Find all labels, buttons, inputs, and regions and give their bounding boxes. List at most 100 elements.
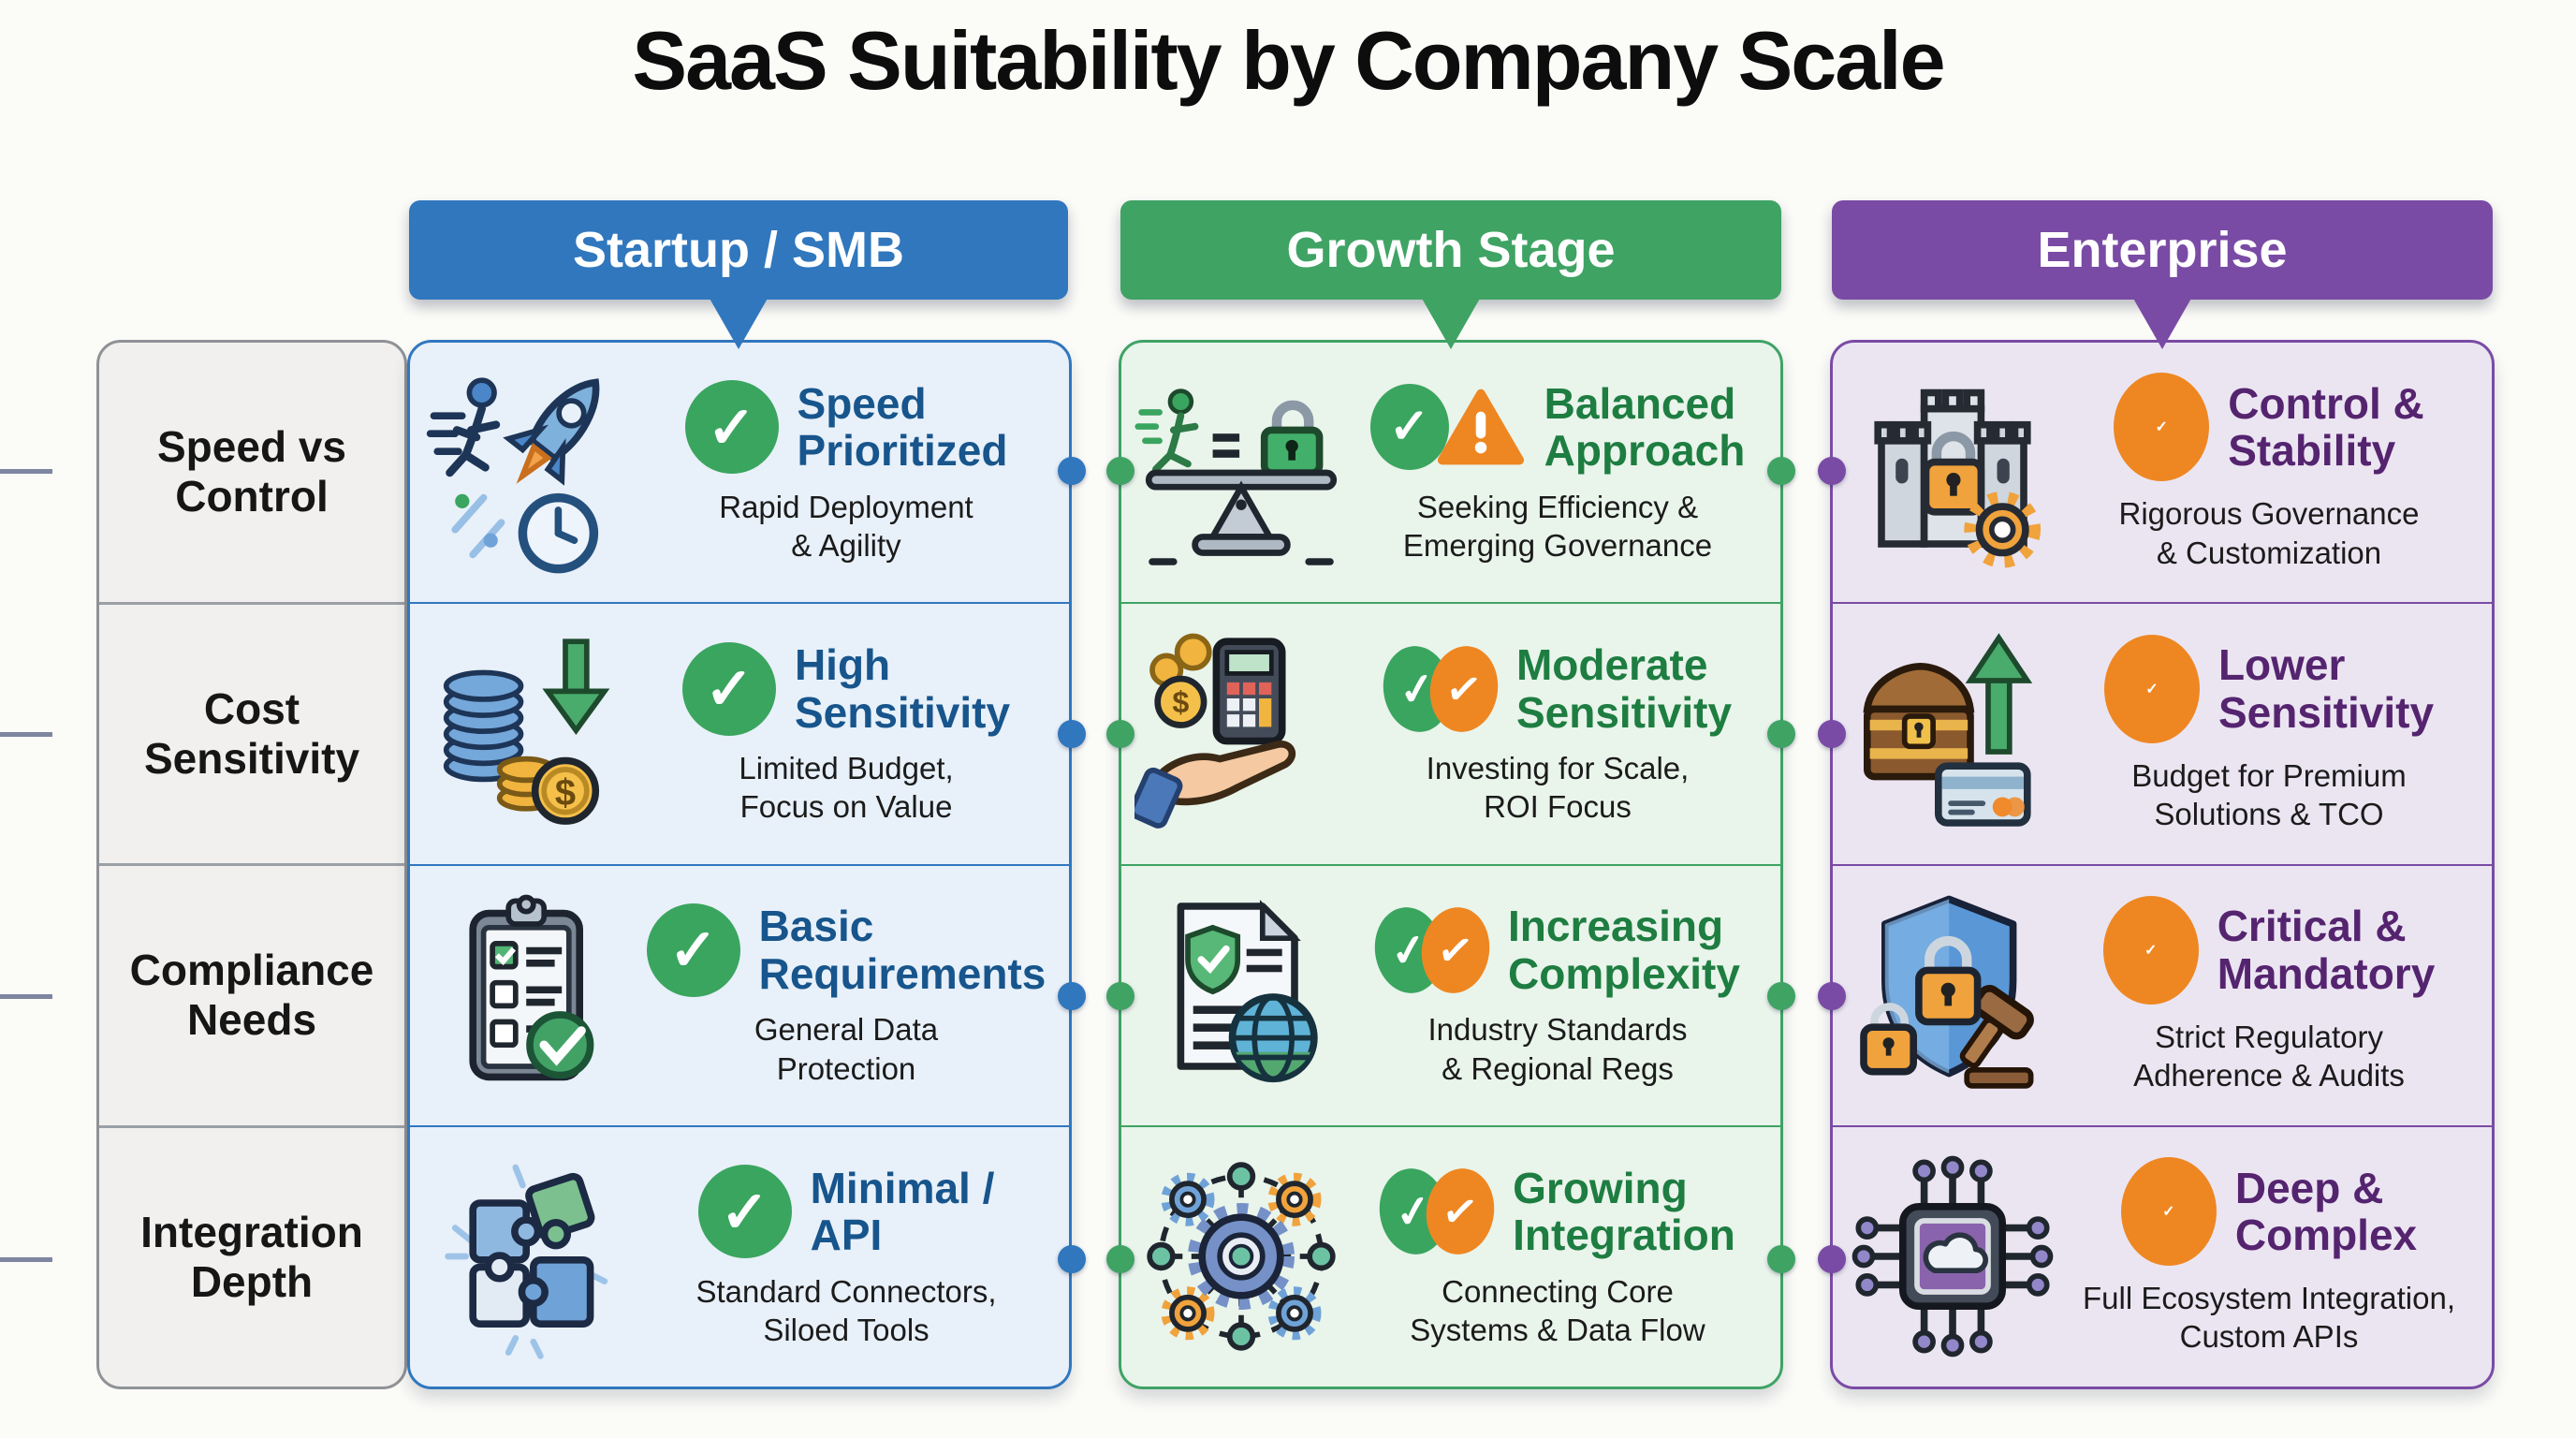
check-icon: ✓ (2103, 634, 2200, 743)
connector-line (0, 732, 52, 737)
column-header-label: Growth Stage (1286, 222, 1616, 278)
shield-locks-gavel-icon (1846, 884, 2059, 1107)
cell-speed-enterprise: ✓ Control & Stability Rigorous Governanc… (1833, 343, 2492, 602)
cell-speed-startup: ✓ Speed Prioritized Rapid Deployment & A… (410, 343, 1069, 602)
check-icon: ✓ (681, 641, 776, 736)
cell-heading: Minimal / API (810, 1163, 995, 1260)
check-icon: ✓ (2102, 895, 2199, 1005)
row-label-compliance-needs: Compliance Needs (99, 863, 404, 1125)
runner-rocket-clock-icon (423, 361, 637, 584)
balance-scale-runner-lock-icon (1134, 361, 1348, 584)
coins-calculator-hand-icon: $ (1134, 623, 1348, 845)
connector-dot-green (1767, 982, 1795, 1010)
row-label-integration-depth: Integration Depth (99, 1124, 404, 1387)
cell-content: ✓ Balanced Approach Seeking Efficiency &… (1348, 378, 1773, 565)
cell-integration-growth: ✓ ✓ Growing Integration Connecting Core … (1121, 1124, 1780, 1387)
cell-cost-startup: $ ✓ High Sensitivity Limited Budget, Foc… (410, 602, 1069, 863)
cell-heading: Basic Requirements (758, 902, 1046, 998)
document-shield-globe-icon (1134, 884, 1348, 1107)
page-title: SaaS Suitability by Company Scale (632, 14, 1945, 107)
column-header-enterprise: Enterprise (1832, 200, 2493, 300)
connector-dot-green (1767, 1245, 1795, 1273)
column-header-growth-stage: Growth Stage (1120, 200, 1781, 300)
header-pointer-startup (709, 297, 768, 349)
cell-speed-growth: ✓ Balanced Approach Seeking Efficiency &… (1121, 343, 1780, 602)
coin-stacks-down-arrow-icon: $ (423, 623, 637, 845)
row-label-speed-vs-control: Speed vs Control (157, 422, 346, 521)
check-icon: ✓ (1369, 384, 1449, 471)
cell-subtext: Strict Regulatory Adherence & Audits (2133, 1019, 2405, 1093)
cell-subtext: Budget for Premium Solutions & TCO (2131, 757, 2407, 831)
check-icon: ✓ (646, 902, 740, 997)
cell-heading: Growing Integration (1513, 1163, 1735, 1260)
cell-heading: Moderate Sensitivity (1515, 640, 1733, 737)
column-header-startup-smb: Startup / SMB (409, 200, 1068, 300)
cell-subtext: Rigorous Governance & Customization (2118, 496, 2420, 570)
check-icon: ✓ (2114, 373, 2210, 482)
connector-dot-green (1106, 1245, 1134, 1273)
column-startup-smb: ✓ Speed Prioritized Rapid Deployment & A… (407, 340, 1072, 1389)
connector-dot-green (1106, 720, 1134, 748)
header-pointer-enterprise (2132, 297, 2192, 349)
chip-cloud-circuit-icon (1846, 1145, 2059, 1368)
cell-cost-growth: $ ✓ ✓ M (1121, 602, 1780, 863)
cell-heading: Critical & Mandatory (2217, 902, 2436, 998)
treasure-chest-up-arrow-card-icon (1846, 623, 2059, 845)
connector-dot-green (1767, 457, 1795, 485)
cell-subtext: Investing for Scale, ROI Focus (1426, 751, 1690, 825)
connector-dot-purple (1818, 720, 1846, 748)
check-warning-badges: ✓ (1369, 384, 1526, 471)
cell-subtext: Seeking Efficiency & Emerging Governance (1402, 489, 1713, 564)
svg-text:$: $ (555, 772, 576, 814)
cell-heading: Balanced Approach (1544, 378, 1746, 476)
svg-text:$: $ (1172, 685, 1189, 719)
row-label-cost-sensitivity: Cost Sensitivity (99, 601, 404, 864)
cell-content: ✓ Control & Stability Rigorous Governanc… (2059, 373, 2484, 572)
cell-content: ✓ Basic Requirements General Data Protec… (637, 902, 1061, 1088)
puzzle-pieces-icon (423, 1145, 637, 1368)
cell-content: ✓ Deep & Complex Full Ecosystem Integrat… (2059, 1157, 2484, 1357)
cell-compliance-growth: ✓ ✓ Increasing Complexity Industry Stand… (1121, 863, 1780, 1125)
connector-dot-blue (1058, 982, 1086, 1010)
double-check-badges: ✓ ✓ (1377, 641, 1504, 737)
column-header-label: Enterprise (2037, 222, 2288, 278)
cell-subtext: Standard Connectors, Siloed Tools (695, 1273, 997, 1347)
cell-content: ✓ ✓ Increasing Complexity Industry Stand… (1348, 902, 1773, 1088)
cell-heading: Deep & Complex (2234, 1163, 2418, 1260)
column-header-label: Startup / SMB (572, 222, 904, 278)
connector-dot-blue (1058, 1245, 1086, 1273)
row-labels-panel: Speed vs Control Cost Sensitivity Compli… (96, 340, 407, 1389)
cell-integration-enterprise: ✓ Deep & Complex Full Ecosystem Integrat… (1833, 1124, 2492, 1387)
cell-cost-enterprise: ✓ Lower Sensitivity Budget for Premium S… (1833, 602, 2492, 863)
cell-content: ✓ ✓ Moderate Sensitivity Investing for S… (1348, 641, 1773, 827)
cell-integration-startup: ✓ Minimal / API Standard Connectors, Sil… (410, 1124, 1069, 1387)
cell-content: ✓ ✓ Growing Integration Connecting Core … (1348, 1163, 1773, 1350)
cell-heading: Lower Sensitivity (2217, 640, 2435, 737)
cell-compliance-startup: ✓ Basic Requirements General Data Protec… (410, 863, 1069, 1125)
connector-dot-purple (1818, 457, 1846, 485)
cell-content: ✓ Minimal / API Standard Connectors, Sil… (637, 1163, 1061, 1350)
cell-heading: Control & Stability (2228, 378, 2424, 476)
cell-compliance-enterprise: ✓ Critical & Mandatory Strict Regulatory… (1833, 863, 2492, 1125)
double-check-badges: ✓ ✓ (1374, 1164, 1500, 1259)
connector-dot-blue (1058, 457, 1086, 485)
cell-content: ✓ Lower Sensitivity Budget for Premium S… (2059, 634, 2484, 834)
cell-subtext: Limited Budget, Focus on Value (739, 751, 954, 825)
connector-dot-blue (1058, 720, 1086, 748)
cell-heading: Speed Prioritized (797, 378, 1008, 476)
connector-dot-purple (1818, 982, 1846, 1010)
check-icon: ✓ (684, 380, 779, 475)
cell-content: ✓ High Sensitivity Limited Budget, Focus… (637, 641, 1061, 827)
cell-subtext: Rapid Deployment & Agility (719, 489, 973, 564)
connector-dot-green (1106, 457, 1134, 485)
gear-network-icon (1134, 1145, 1348, 1368)
connector-line (0, 469, 52, 474)
column-enterprise: ✓ Control & Stability Rigorous Governanc… (1830, 340, 2495, 1389)
clipboard-checklist-icon (423, 884, 637, 1107)
check-icon: ✓ (697, 1165, 792, 1259)
connector-dot-green (1767, 720, 1795, 748)
castle-lock-gear-icon (1846, 361, 2059, 584)
cell-subtext: General Data Protection (754, 1012, 939, 1086)
cell-content: ✓ Critical & Mandatory Strict Regulatory… (2059, 895, 2484, 1095)
